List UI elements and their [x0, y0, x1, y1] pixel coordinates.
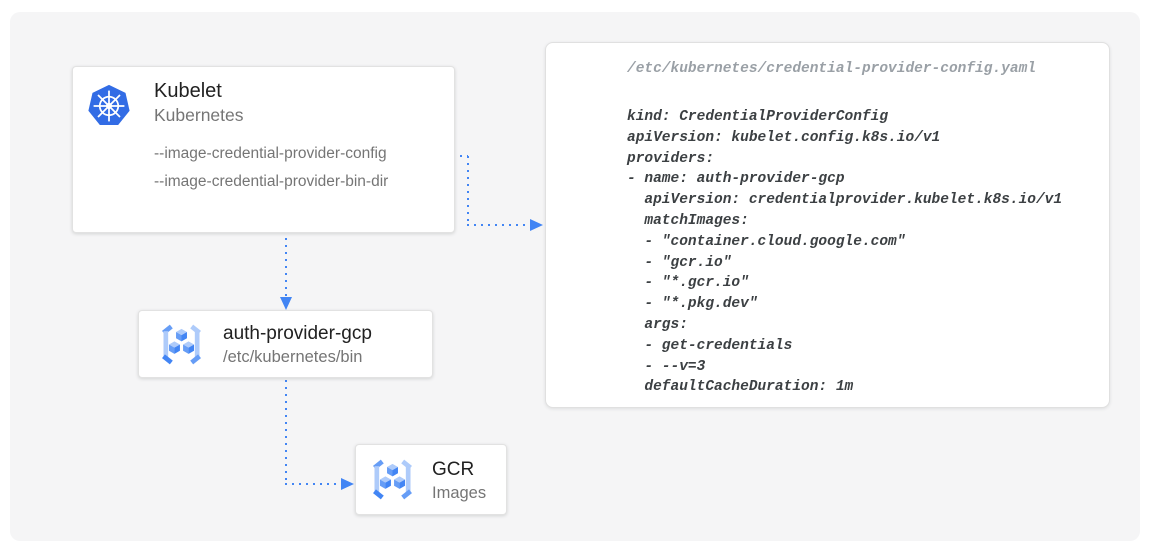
connector-config-to-yaml-segment: [467, 156, 469, 225]
connector-kubelet-to-auth-provider: [285, 238, 287, 299]
gcr-cubes-icon: [158, 322, 205, 372]
connector-auth-provider-to-gcr-segment: [285, 483, 343, 485]
auth-provider-gcp-card: auth-provider-gcp /etc/kubernetes/bin: [138, 310, 433, 378]
arrowhead-into-gcr: [341, 478, 354, 490]
kubelet-flag-credential-provider-bin-dir: --image-credential-provider-bin-dir: [154, 173, 389, 190]
kubelet-subtitle: Kubernetes: [154, 105, 244, 125]
config-file-path: /etc/kubernetes/credential-provider-conf…: [627, 61, 1036, 77]
credential-provider-config-panel: /etc/kubernetes/credential-provider-conf…: [545, 42, 1110, 408]
gcr-title: GCR: [432, 459, 475, 480]
connector-auth-provider-to-gcr-segment: [285, 380, 287, 483]
gcr-cubes-icon: [369, 457, 416, 507]
auth-provider-title: auth-provider-gcp: [223, 323, 372, 344]
gcr-subtitle: Images: [432, 484, 487, 502]
config-yaml-code: kind: CredentialProviderConfig apiVersio…: [627, 109, 1063, 396]
arrowhead-into-auth-provider: [280, 297, 292, 310]
kubernetes-icon: [87, 84, 131, 133]
auth-provider-subtitle: /etc/kubernetes/bin: [223, 348, 363, 366]
connector-config-to-yaml-segment: [467, 224, 531, 226]
kubelet-flag-credential-provider-config: --image-credential-provider-config: [154, 145, 387, 162]
arrowhead-into-yaml-panel: [530, 219, 543, 231]
kubelet-title: Kubelet: [154, 80, 222, 102]
kubelet-card: Kubelet Kubernetes --image-credential-pr…: [72, 66, 455, 233]
gcr-card: GCR Images: [355, 444, 507, 515]
